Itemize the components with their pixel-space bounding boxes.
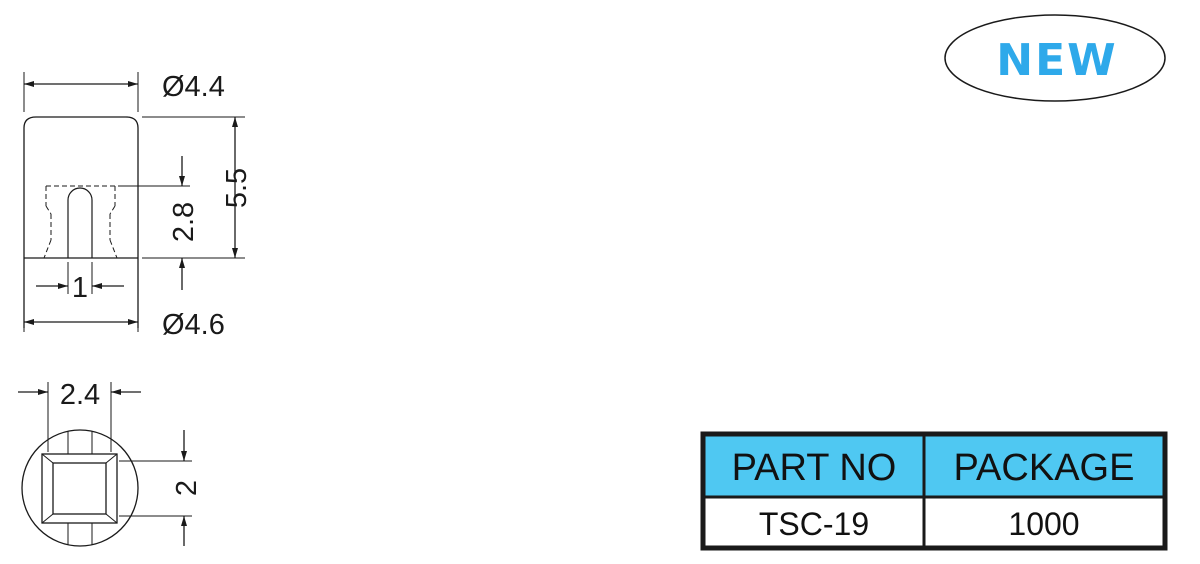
new-badge-text: NEW [996,35,1117,86]
table-header-part-no: PART NO [732,447,897,489]
table-header-package: PACKAGE [954,447,1135,489]
height-label: 5.5 [221,168,253,208]
table-header-row [703,434,1165,497]
hidden-slot [43,185,118,259]
top-view [18,382,192,547]
inner-square [52,462,107,515]
cap-outline [23,116,139,328]
square-height-label: 2 [171,480,203,496]
table-cell-package: 1000 [1008,506,1079,542]
table-border [700,431,1168,551]
square-corner-lines [41,453,118,524]
table-cell-part-no: TSC-19 [759,506,869,542]
bottom-diameter-label: Ø4.6 [162,309,225,341]
extension-lines [23,72,245,332]
part-table: PART NO PACKAGE TSC-19 1000 [700,431,1168,551]
new-badge: NEW [944,14,1166,102]
new-badge-ellipse [944,14,1166,102]
center-slot [67,187,93,258]
table-data-row [703,497,1165,548]
outer-square [41,453,118,524]
square-width-label: 2.4 [60,379,100,411]
top-diameter-label: Ø4.4 [162,71,225,103]
top-view-circle [21,429,139,547]
slot-depth-label: 2.8 [168,202,200,242]
slot-width-label: 1 [72,272,88,304]
side-view [23,72,245,332]
slot-lines [67,431,93,545]
